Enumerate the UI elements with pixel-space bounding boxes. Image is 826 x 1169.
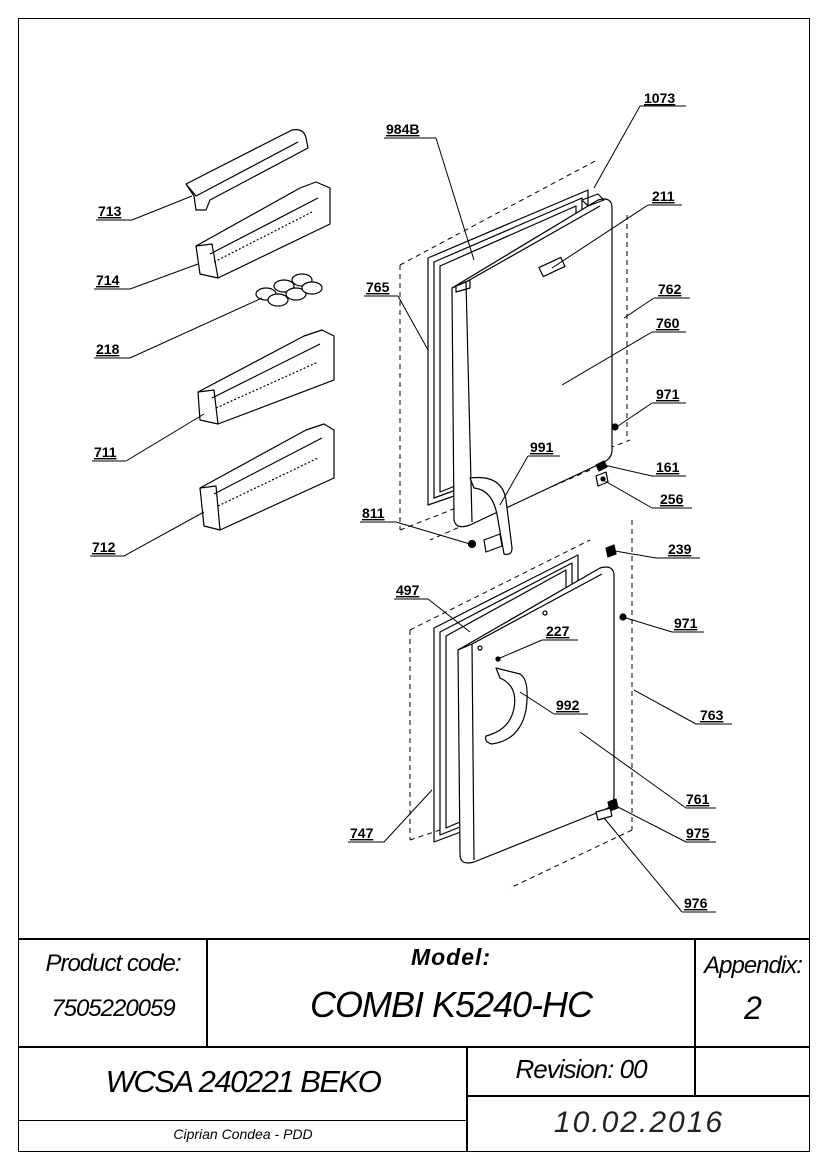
callout-765: 765 [366,279,390,295]
callout-714: 714 [96,272,120,288]
appendix-value: 2 [744,990,762,1026]
document-code: WCSA 240221 BEKO [105,1064,382,1099]
callout-1073: 1073 [644,90,675,106]
author: Ciprian Condea - PDD [173,1126,313,1142]
callout-711: 711 [94,444,117,460]
title-block-divider [694,938,696,1046]
callout-211: 211 [652,188,675,204]
product-code-value: 7505220059 [51,995,175,1022]
title-block-divider [694,1046,696,1096]
shelf-713 [185,129,309,211]
callout-991: 991 [530,439,554,455]
lower-door-dashed-envelope [409,520,633,889]
title-block-divider [206,938,208,1046]
appendix-label: Appendix: [704,952,803,979]
title-block-divider [18,938,810,940]
upper-handle [469,476,513,555]
callout-712: 712 [92,539,116,555]
lower-door-panel [457,566,615,864]
callout-984b: 984B [386,121,419,137]
upper-hinge-parts [467,423,619,549]
lower-hinge-parts [595,544,627,821]
shelf-711 [197,329,335,425]
callout-227: 227 [546,623,570,639]
date: 10.02.2016 [553,1106,725,1139]
callout-992: 992 [556,697,580,713]
callout-239: 239 [668,541,692,557]
shelf-712 [199,423,335,531]
callout-713: 713 [98,203,122,219]
callout-976: 976 [684,895,708,911]
leader-lines [90,105,732,913]
callout-811: 811 [362,505,385,521]
callout-761: 761 [686,791,710,807]
title-block-divider [466,1095,810,1097]
model-label: Model: [410,944,492,970]
callout-971-lower: 971 [674,615,698,631]
title-block-divider [18,1120,466,1121]
title-block-divider [466,1046,468,1152]
callout-256: 256 [660,491,684,507]
callout-747: 747 [350,825,374,841]
eggholder-218 [255,273,323,307]
callout-760: 760 [656,315,680,331]
upper-door-panel [451,193,613,528]
model-value: COMBI K5240-HC [309,984,593,1025]
lower-handle [485,667,528,745]
callout-975: 975 [686,825,710,841]
callout-497: 497 [396,582,420,598]
shelf-714 [195,181,331,279]
title-block-divider [18,1046,810,1048]
callout-labels: 1073 984B 211 762 765 760 971 991 161 25… [92,90,724,911]
drawing-frame [18,18,810,1152]
callout-763: 763 [700,707,724,723]
callout-161: 161 [656,459,680,475]
callout-971-upper: 971 [656,386,680,402]
callout-762: 762 [658,281,682,297]
revision: Revision: 00 [515,1054,647,1084]
product-code-label: Product code: [45,950,181,977]
callout-218: 218 [96,341,120,357]
